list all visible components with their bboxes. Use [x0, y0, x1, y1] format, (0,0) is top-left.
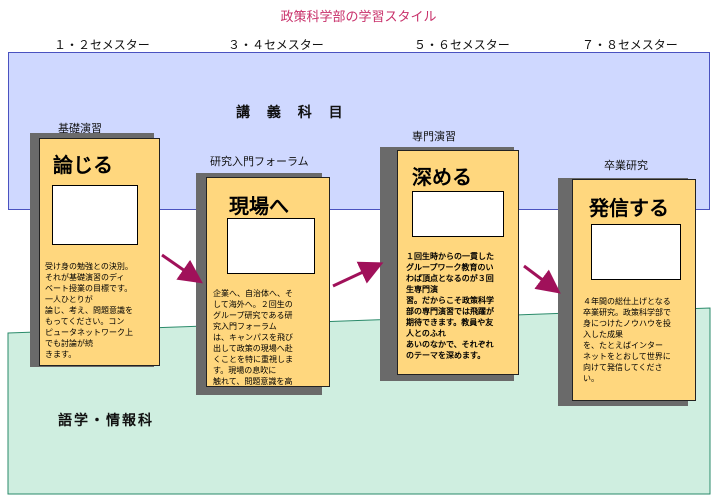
card-description: ４年間の総仕上げとなる 卒業研究。政策科学部で 身につけたノウハウを投 入した成…: [583, 297, 671, 383]
language-band-label: 語学・情報科: [58, 413, 154, 429]
arrow-3-to-4: [523, 264, 561, 294]
card-genba: 現場へ 企業へ、自治体へ、そ して海外へ。２回生の グループ研究である研 究入門…: [196, 173, 330, 397]
card-image-box: [591, 224, 681, 280]
card-description: 受け身の勉強との決別。 それが基礎演習のディ ベート授業の目標です。 一人ひとり…: [45, 262, 133, 359]
card-heading: 深める: [412, 165, 472, 189]
card-description: 企業へ、自治体へ、そ して海外へ。２回生の グループ研究である研 究入門フォーラ…: [213, 289, 293, 386]
card-face: 発信する ４年間の総仕上げとなる 卒業研究。政策科学部で 身につけたノウハウを投…: [572, 179, 696, 401]
card-image-box: [52, 185, 138, 245]
semester-label-3: ５・６セメスター: [414, 38, 510, 52]
card-image-box: [412, 191, 504, 237]
semester-label-4: ７・８セメスター: [582, 38, 678, 52]
arrow-2-to-3: [332, 261, 384, 288]
card-face: 深める １回生時からの一貫した グループワーク教育のい わば頂点となるのが３回 …: [397, 150, 519, 375]
card-heading: 論じる: [53, 153, 113, 177]
card-caption-1: 基礎演習: [58, 122, 102, 135]
card-face: 論じる 受け身の勉強との決別。 それが基礎演習のディ ベート授業の目標です。 一…: [39, 138, 160, 366]
semester-label-2: ３・４セメスター: [228, 38, 324, 52]
card-hasshin: 発信する ４年間の総仕上げとなる 卒業研究。政策科学部で 身につけたノウハウを投…: [558, 178, 698, 406]
card-caption-4: 卒業研究: [604, 159, 648, 172]
card-caption-3: 専門演習: [412, 130, 456, 143]
card-heading: 発信する: [589, 196, 669, 220]
diagram-title: 政策科学部の学習スタイル: [280, 10, 437, 25]
arrow-1-to-2: [161, 253, 203, 284]
card-ronjiru: 論じる 受け身の勉強との決別。 それが基礎演習のディ ベート授業の目標です。 一…: [30, 133, 160, 373]
card-face: 現場へ 企業へ、自治体へ、そ して海外へ。２回生の グループ研究である研 究入門…: [206, 177, 330, 387]
card-image-box: [227, 218, 315, 274]
card-description: １回生時からの一貫した グループワーク教育のい わば頂点となるのが３回 生専門演…: [406, 252, 494, 360]
card-caption-2: 研究入門フォーラム: [210, 155, 309, 168]
lecture-band-label: 講 義 科 目: [236, 105, 349, 121]
card-fukameru: 深める １回生時からの一貫した グループワーク教育のい わば頂点となるのが３回 …: [380, 147, 522, 381]
card-heading: 現場へ: [229, 194, 289, 218]
semester-label-1: １・２セメスター: [54, 38, 150, 52]
